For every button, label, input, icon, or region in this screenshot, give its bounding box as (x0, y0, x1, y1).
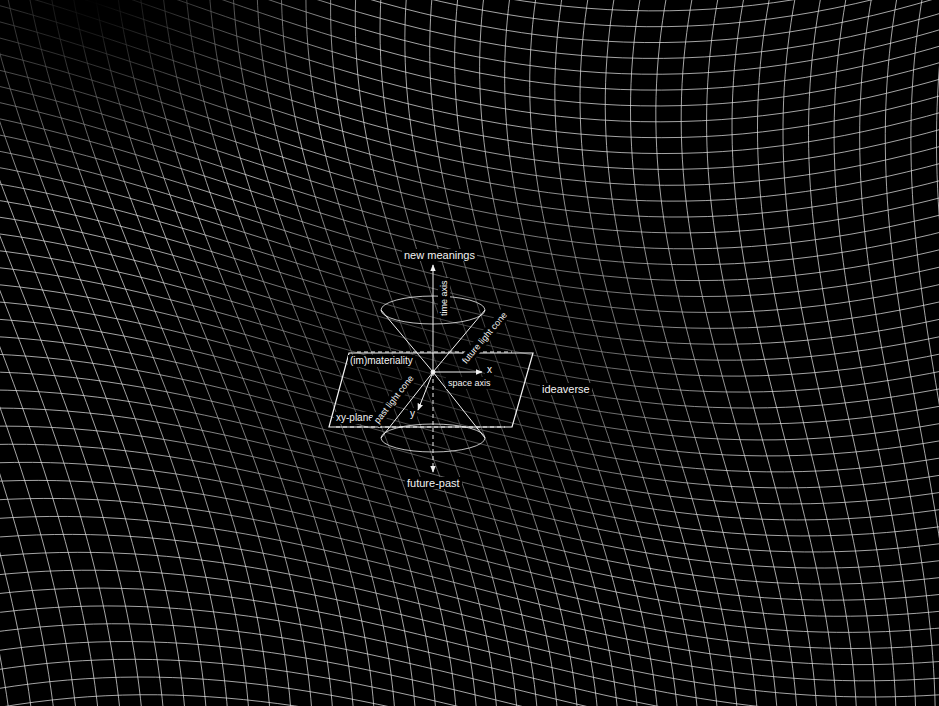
plane-label: (im)materiality (348, 355, 415, 367)
time-axis-dashed (433, 372, 434, 472)
axis-end-label: future-past (405, 477, 462, 489)
axis-name: time axis (438, 278, 450, 318)
plane-parallelogram: (im)materiality xy-plane (328, 352, 534, 428)
space-axis-line (433, 372, 482, 373)
y-axis-line (418, 372, 433, 410)
origin-dot (431, 370, 435, 374)
plane-label: xy-plane (334, 412, 376, 424)
space-name: ideaverse (540, 383, 592, 395)
axis-name: space axis (446, 377, 493, 389)
plane-dashed-line (357, 352, 512, 353)
axis-end-label: new meanings (402, 249, 477, 261)
light-cone-figure (336, 265, 512, 472)
time-axis-line (433, 265, 434, 372)
axis-letter: x (485, 364, 494, 376)
axis-letter: y (408, 408, 417, 420)
